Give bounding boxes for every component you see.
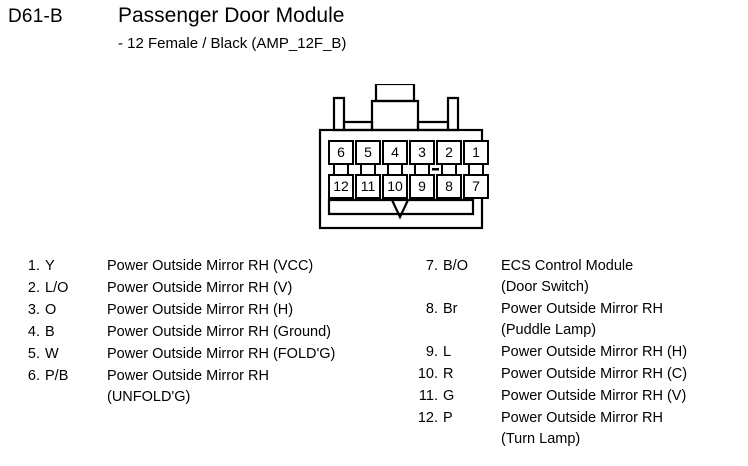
pin-entry-10: 10. R Power Outside Mirror RH (C) <box>408 364 748 385</box>
pin-cavity-10 <box>382 174 408 199</box>
left-rail-icon <box>332 96 346 132</box>
pin-label-8: 8 <box>445 178 453 194</box>
pin-cavity-12 <box>328 174 354 199</box>
pin-entry-description: Power Outside Mirror RH (C) <box>501 366 688 382</box>
pin-entry-index: 10. <box>417 366 438 382</box>
pin-label-2: 2 <box>445 144 453 160</box>
connector-skirt-icon <box>327 198 475 216</box>
pin-label-11: 11 <box>361 178 376 194</box>
pin-stub-6-12 <box>333 163 349 176</box>
pin-entry-wire-color: Y <box>45 258 55 274</box>
header-code: D61-B <box>8 6 63 27</box>
right-shoulder-icon <box>416 120 450 132</box>
pin-entry-3: 3. O Power Outside Mirror RH (H) <box>14 300 404 321</box>
pin-entry-11: 11. G Power Outside Mirror RH (V) <box>408 386 748 407</box>
left-shoulder-icon <box>342 120 374 132</box>
pin-cavity-7 <box>463 174 489 199</box>
pin-stub-2-8 <box>441 163 457 176</box>
pin-entry-wire-color: W <box>45 346 59 362</box>
page-title: Passenger Door Module <box>118 4 345 27</box>
pin-entry-description: Power Outside Mirror RH (Turn Lamp) <box>501 410 663 447</box>
pin-entry-index: 8. <box>425 301 438 317</box>
pin-entry-2: 2. L/O Power Outside Mirror RH (V) <box>14 278 404 299</box>
pin-label-3: 3 <box>418 144 426 160</box>
pin-entry-wire-color: G <box>443 388 455 404</box>
pin-stub-1-7 <box>468 163 484 176</box>
pin-list-right: 7. B/O ECS Control Module (Door Switch) … <box>408 256 748 451</box>
pin-label-12: 12 <box>333 178 349 194</box>
pin-entry-wire-color: Br <box>443 301 458 317</box>
pin-stubs <box>333 163 484 176</box>
pin-cavity-11 <box>355 174 381 199</box>
pin-entry-wire-color: B/O <box>443 258 468 274</box>
pin-entry-description: Power Outside Mirror RH (VCC) <box>107 258 314 274</box>
bottom-notch-icon <box>391 199 409 220</box>
pin-cavity-9 <box>409 174 435 199</box>
pin-entry-index: 3. <box>27 302 40 318</box>
pin-row-top <box>328 140 489 165</box>
pin-entry-description: Power Outside Mirror RH (H) <box>107 302 294 318</box>
pin-entry-index: 1. <box>27 258 40 274</box>
right-rail-icon <box>446 96 460 132</box>
pin-entry-description: Power Outside Mirror RH (Ground) <box>107 324 331 340</box>
pin-label-9: 9 <box>418 178 426 194</box>
pin-entry-description: Power Outside Mirror RH (UNFOLD'G) <box>107 368 269 405</box>
pin-label-10: 10 <box>387 178 403 194</box>
pin-row-top-labels: 6 5 4 3 2 1 <box>337 144 480 160</box>
pin-label-4: 4 <box>391 144 399 160</box>
pin-entry-wire-color: L/O <box>45 280 69 296</box>
pin-entry-index: 9. <box>425 344 438 360</box>
latch-tab-icon <box>374 84 416 103</box>
pin-entry-index: 6. <box>27 368 40 384</box>
pin-entry-description: Power Outside Mirror RH (Puddle Lamp) <box>501 301 663 338</box>
pin-label-6: 6 <box>337 144 345 160</box>
pin-entry-index: 12. <box>417 410 438 426</box>
connector-diagram: 6 5 4 3 2 1 <box>296 84 506 234</box>
pin-entry-description: Power Outside Mirror RH (V) <box>107 280 293 296</box>
pin-row-bottom <box>328 174 489 199</box>
latch-neck-icon <box>370 99 420 132</box>
pin-entry-wire-color: L <box>443 344 452 360</box>
pin-entry-description: ECS Control Module (Door Switch) <box>501 258 634 295</box>
pin-row-bottom-labels: 12 11 10 9 8 7 <box>333 178 480 194</box>
pin-entry-7: 7. B/O ECS Control Module (Door Switch) <box>408 256 748 298</box>
pin-stub-4-10 <box>387 163 403 176</box>
pin-entry-description: Power Outside Mirror RH (V) <box>501 388 687 404</box>
pin-entry-6: 6. P/B Power Outside Mirror RH (UNFOLD'G… <box>14 366 404 408</box>
pin-stub-5-11 <box>360 163 376 176</box>
pin-entry-4: 4. B Power Outside Mirror RH (Ground) <box>14 322 404 343</box>
connector-spec-subtitle: - 12 Female / Black (AMP_12F_B) <box>118 35 347 52</box>
pin-label-7: 7 <box>472 178 480 194</box>
pin-entry-index: 2. <box>27 280 40 296</box>
pin-stub-3-9 <box>414 163 430 176</box>
pin-entry-8: 8. Br Power Outside Mirror RH (Puddle La… <box>408 299 748 341</box>
pin-entry-wire-color: P/B <box>45 368 69 384</box>
pin-entry-9: 9. L Power Outside Mirror RH (H) <box>408 342 748 363</box>
center-keying-dash-icon <box>432 168 439 171</box>
pin-entry-12: 12. P Power Outside Mirror RH (Turn Lamp… <box>408 408 748 450</box>
pin-cavity-8 <box>436 174 462 199</box>
pin-entry-wire-color: P <box>443 410 453 426</box>
pin-list-left: 1. Y Power Outside Mirror RH (VCC) 2. L/… <box>14 256 404 409</box>
pin-label-1: 1 <box>472 144 480 160</box>
pin-entry-5: 5. W Power Outside Mirror RH (FOLD'G) <box>14 344 404 365</box>
pin-entry-description: Power Outside Mirror RH (H) <box>501 344 688 360</box>
pin-entry-wire-color: B <box>45 324 55 340</box>
pin-entry-description: Power Outside Mirror RH (FOLD'G) <box>107 346 336 362</box>
pin-entry-wire-color: O <box>45 302 57 318</box>
pin-entry-1: 1. Y Power Outside Mirror RH (VCC) <box>14 256 404 277</box>
pin-entry-index: 11. <box>418 388 438 404</box>
pin-entry-wire-color: R <box>443 366 454 382</box>
pin-entry-index: 4. <box>27 324 40 340</box>
pin-entry-index: 7. <box>425 258 438 274</box>
pin-entry-index: 5. <box>27 346 40 362</box>
pin-label-5: 5 <box>364 144 372 160</box>
